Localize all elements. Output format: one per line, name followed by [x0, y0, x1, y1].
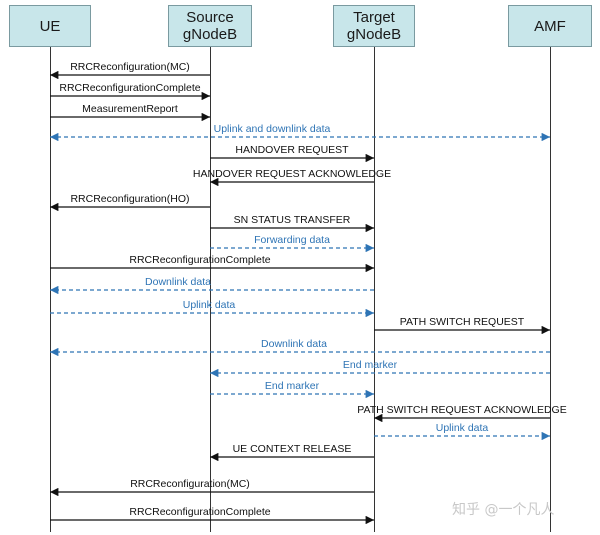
message-label-8: Forwarding data — [254, 234, 330, 246]
node-amf-label: AMF — [534, 17, 566, 35]
message-label-9: RRCReconfigurationComplete — [129, 254, 270, 266]
message-label-3: Uplink and downlink data — [214, 123, 331, 135]
node-ue-label: UE — [39, 17, 61, 35]
node-ue: UE — [9, 5, 91, 47]
message-label-19: RRCReconfiguration(MC) — [130, 478, 250, 490]
message-label-5: HANDOVER REQUEST ACKNOWLEDGE — [193, 168, 391, 180]
message-label-1: RRCReconfigurationComplete — [59, 82, 200, 94]
message-label-10: Downlink data — [145, 276, 211, 288]
message-label-17: Uplink data — [436, 422, 489, 434]
message-label-7: SN STATUS TRANSFER — [234, 214, 351, 226]
message-label-15: End marker — [265, 380, 320, 392]
node-amf: AMF — [508, 5, 592, 47]
message-label-2: MeasurementReport — [82, 103, 178, 115]
message-label-16: PATH SWITCH REQUEST ACKNOWLEDGE — [357, 404, 566, 416]
message-label-0: RRCReconfiguration(MC) — [70, 61, 190, 73]
lifeline-target — [374, 47, 375, 532]
watermark: 知乎 @一个凡人 — [452, 502, 555, 518]
message-label-6: RRCReconfiguration(HO) — [70, 193, 189, 205]
message-label-20: RRCReconfigurationComplete — [129, 506, 270, 518]
message-label-11: Uplink data — [183, 299, 236, 311]
lifeline-amf — [550, 47, 551, 532]
message-label-14: End marker — [343, 359, 398, 371]
message-label-18: UE CONTEXT RELEASE — [233, 443, 352, 455]
message-label-12: PATH SWITCH REQUEST — [400, 316, 525, 328]
message-label-13: Downlink data — [261, 338, 327, 350]
message-label-4: HANDOVER REQUEST — [235, 144, 349, 156]
